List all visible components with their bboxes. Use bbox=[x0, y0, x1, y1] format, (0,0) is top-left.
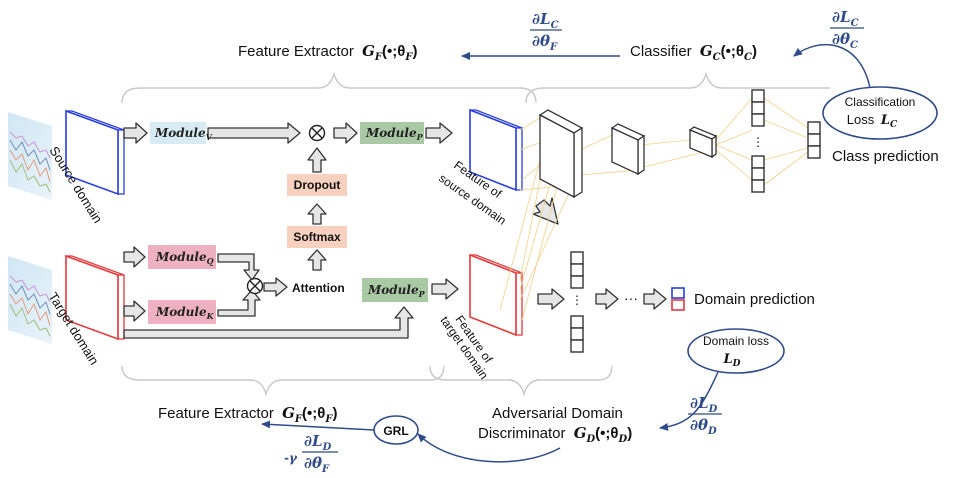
class-prediction-label: Class prediction bbox=[832, 148, 939, 165]
classification-loss-label-2: Loss LC bbox=[847, 112, 898, 130]
domain-loss-ellipse bbox=[687, 328, 785, 374]
arrow-disc-to-grl bbox=[417, 433, 561, 463]
target-signal-image bbox=[8, 256, 52, 344]
arrow-q-to-mul bbox=[217, 253, 260, 281]
domain-loss-symbol: LD bbox=[723, 352, 741, 369]
arrow-mul-to-attention bbox=[263, 277, 288, 297]
classifier-layer-2 bbox=[611, 126, 639, 176]
feature-extractor-bottom-title: Feature Extractor GF(•;θF) bbox=[158, 404, 337, 425]
arrow-pbottom-to-feature bbox=[431, 278, 459, 300]
brace-feature-extractor-bottom bbox=[121, 365, 445, 397]
svg-text:∂LD: ∂LD bbox=[690, 394, 718, 415]
grad-lc-thetaf: ∂LC ∂θF bbox=[530, 10, 562, 53]
arrow-dots-to-pred bbox=[643, 288, 667, 310]
arrow-softmax-to-dropout bbox=[307, 203, 327, 225]
svg-text:∂LC: ∂LC bbox=[532, 10, 559, 31]
target-input-block bbox=[65, 254, 125, 341]
arrow-domainloss-to-disc bbox=[659, 371, 719, 431]
multiply-op-attention bbox=[246, 277, 264, 295]
brace-group bbox=[121, 71, 830, 397]
grad-lc-thetac: ∂LC ∂θC bbox=[830, 8, 864, 51]
module-q-box: ModuleQ bbox=[148, 245, 216, 269]
grad-reversed: ∂LD -γ ∂θF bbox=[284, 432, 338, 475]
arrow-v-to-mul bbox=[207, 122, 301, 144]
disc-vdots: ⋮ bbox=[571, 293, 583, 307]
classifier-layer-3 bbox=[689, 129, 713, 158]
arrow-p-to-feature bbox=[425, 122, 453, 144]
arrow-loss-to-classifier bbox=[793, 43, 871, 89]
adversarial-title-line2: Discriminator GD(•;θD) bbox=[478, 424, 632, 445]
module-k-text: ModuleK bbox=[155, 305, 215, 321]
svg-text:∂θD: ∂θD bbox=[690, 416, 717, 437]
feature-extractor-top-title: Feature Extractor GF(•;θF) bbox=[238, 42, 417, 63]
arrow-grl-to-fe bbox=[261, 420, 375, 431]
disc-ellipsis: ··· bbox=[624, 290, 638, 306]
svg-text:∂θF: ∂θF bbox=[532, 32, 558, 53]
adversarial-title-line1: Adversarial Domain bbox=[492, 405, 623, 422]
fc-column bbox=[751, 89, 765, 193]
svg-text:∂θF: ∂θF bbox=[304, 454, 330, 475]
module-k-box: ModuleK bbox=[148, 300, 216, 324]
arrow-k-to-mul bbox=[217, 289, 261, 317]
arrow-source-to-v bbox=[123, 122, 148, 144]
fc-vdots: ⋮ bbox=[752, 135, 764, 149]
svg-text:∂LC: ∂LC bbox=[832, 8, 859, 29]
svg-text:-γ: -γ bbox=[284, 451, 298, 465]
class-output-column bbox=[807, 121, 821, 159]
feature-target-block bbox=[469, 253, 523, 337]
module-p-top-box: ModuleP bbox=[360, 122, 424, 144]
softmax-box bbox=[287, 226, 347, 248]
multiply-op-top bbox=[308, 124, 326, 142]
domain-pred-target-cell bbox=[671, 299, 685, 311]
source-input-block bbox=[65, 109, 125, 196]
gradient-arrows bbox=[261, 43, 871, 463]
domain-pred-source-cell bbox=[671, 287, 685, 299]
brace-feature-extractor-top bbox=[121, 71, 537, 104]
attention-label: Attention bbox=[292, 281, 345, 295]
classifier-layer-1 bbox=[539, 113, 575, 199]
arrow-source-to-discriminator bbox=[532, 197, 559, 225]
grl-label: GRL bbox=[383, 424, 408, 438]
classification-loss-ellipse bbox=[822, 86, 938, 140]
domain-loss-label: Domain loss bbox=[703, 334, 769, 348]
svg-text:∂θC: ∂θC bbox=[832, 30, 858, 51]
brace-discriminator bbox=[429, 365, 613, 397]
flow-arrows bbox=[123, 122, 667, 339]
arrow-mul-to-p bbox=[333, 122, 358, 144]
arrow-feature-to-disc bbox=[537, 288, 565, 310]
module-p-bottom-text: ModuleP bbox=[367, 283, 426, 299]
arrow-disc-to-dots bbox=[595, 288, 619, 310]
arrow-attention-to-softmax bbox=[307, 249, 327, 271]
disc-column bbox=[570, 251, 584, 353]
classifier-layers bbox=[538, 109, 718, 199]
softmax-label: Softmax bbox=[293, 230, 341, 244]
module-q-text: ModuleQ bbox=[155, 250, 214, 266]
svg-text:∂LD: ∂LD bbox=[304, 432, 332, 453]
module-v-box: ModuleV bbox=[150, 122, 213, 144]
module-v-text: ModuleV bbox=[154, 126, 213, 142]
grad-ld-thetad: ∂LD ∂θD bbox=[688, 394, 722, 437]
arrow-dropout-to-mul bbox=[307, 147, 327, 173]
classification-loss-label-1: Classification bbox=[845, 95, 916, 109]
module-p-bottom-box: ModuleP bbox=[362, 278, 428, 302]
brace-classifier bbox=[525, 71, 830, 104]
dropout-label: Dropout bbox=[294, 178, 341, 192]
classifier-title: Classifier GC(•;θC) bbox=[630, 42, 757, 63]
domain-prediction-label: Domain prediction bbox=[694, 291, 815, 308]
dropout-box bbox=[287, 174, 347, 196]
module-p-top-text: ModuleP bbox=[365, 126, 424, 142]
feature-source-block bbox=[469, 108, 523, 192]
source-signal-image bbox=[8, 112, 52, 200]
arrow-target-to-q bbox=[123, 246, 146, 268]
arrow-target-to-k bbox=[123, 300, 146, 322]
arrow-target-bypass bbox=[123, 306, 414, 339]
